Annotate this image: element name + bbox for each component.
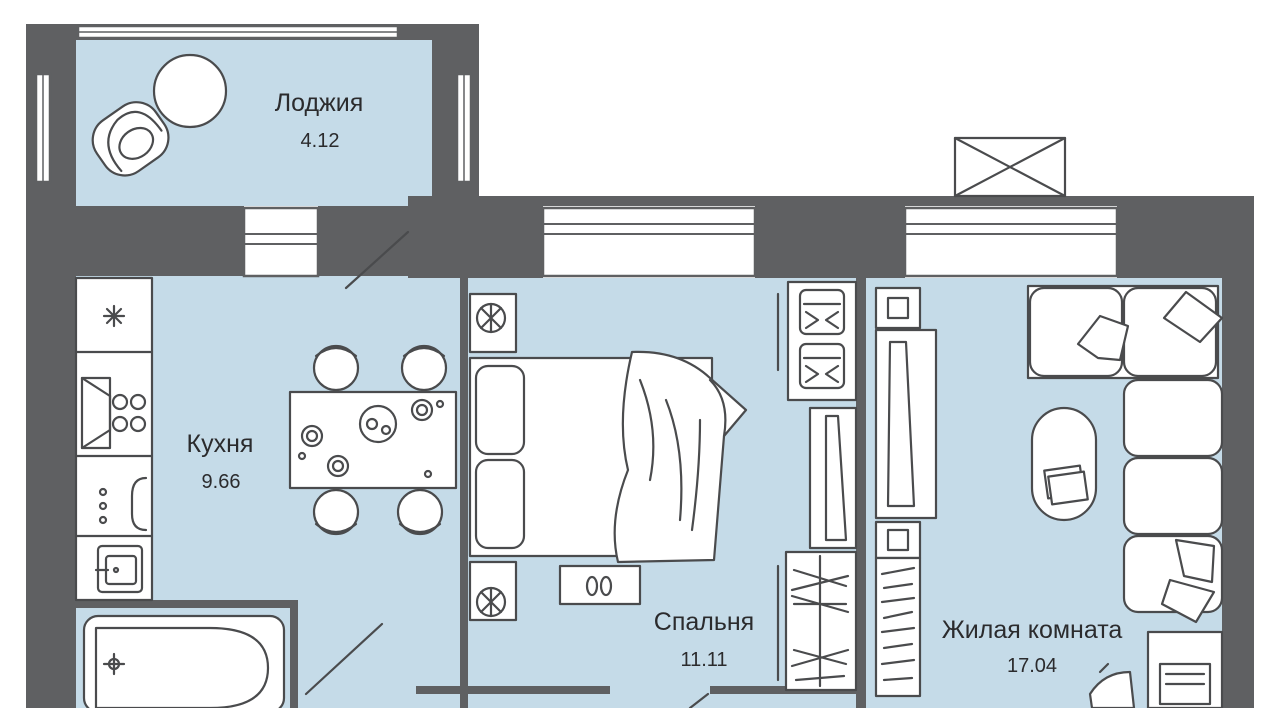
- oven-icon: [98, 476, 148, 532]
- slippers-icon: [558, 564, 642, 606]
- kitchen-name: Кухня: [187, 430, 254, 458]
- kitchen-counter: [74, 276, 154, 602]
- loggia-label: Лоджия 4.12: [275, 89, 364, 152]
- living-label: Жилая комната 17.04: [942, 616, 1123, 677]
- loggia-area: 4.12: [301, 130, 340, 152]
- chair-icon: [400, 344, 448, 392]
- loggia-name: Лоджия: [275, 89, 364, 117]
- bedroom-name: Спальня: [654, 608, 754, 636]
- round-table-icon: [152, 53, 228, 129]
- kitchen-area: 9.66: [202, 471, 241, 493]
- desk-icon: [1088, 630, 1224, 708]
- sofa-icon: [1026, 284, 1224, 624]
- bedroom-area: 11.11: [680, 649, 727, 671]
- chair-icon: [312, 344, 360, 392]
- bathtub-icon: [82, 614, 286, 708]
- nightstand-icon: [468, 560, 518, 622]
- window-bedroom: [541, 206, 757, 278]
- sink-icon: [94, 544, 144, 594]
- living-area: 17.04: [1007, 655, 1057, 677]
- coffee-table-icon: [1030, 406, 1098, 522]
- dining-table: [288, 344, 458, 536]
- window-living: [903, 206, 1119, 278]
- ventilation-shaft-icon: [953, 136, 1067, 198]
- living-name: Жилая комната: [942, 616, 1123, 644]
- door-bedroom: [688, 692, 710, 708]
- chair-icon: [396, 488, 444, 536]
- door-loggia: [344, 230, 410, 290]
- nightstand-icon: [468, 292, 518, 354]
- door-kitchen: [304, 622, 384, 696]
- wall-unit: [874, 286, 938, 698]
- cooktop-icon: [80, 376, 147, 450]
- window-kitchen: [242, 206, 320, 278]
- windows: [34, 24, 1119, 278]
- chair-icon: [312, 488, 360, 536]
- bedroom-label: Спальня 11.11: [654, 608, 754, 671]
- armchair-icon: [91, 101, 170, 177]
- snowflake-icon: [102, 304, 126, 328]
- tv-stand-icon: [808, 406, 858, 550]
- closet-icon: [776, 550, 858, 692]
- kitchen-label: Кухня 9.66: [187, 430, 254, 493]
- wardrobe-icon: [776, 280, 858, 402]
- bed-icon: [468, 350, 748, 564]
